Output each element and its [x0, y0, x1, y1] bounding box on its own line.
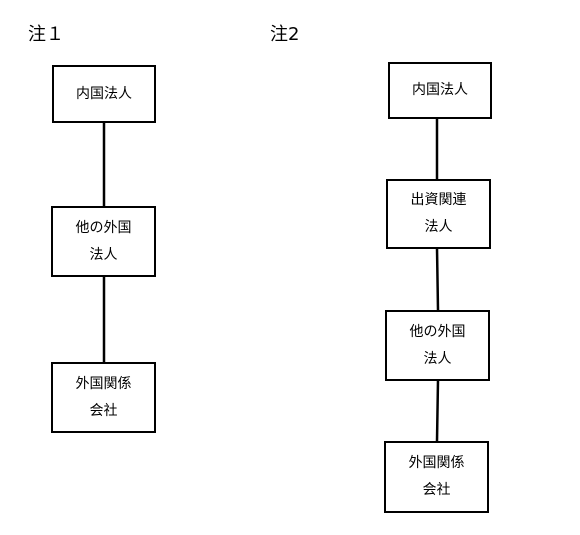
- note1-box-other-foreign-corporation: 他の外国 法人: [51, 206, 156, 277]
- note2-box-domestic-corporation: 内国法人: [388, 62, 492, 119]
- note2-box-other-foreign-corporation: 他の外国 法人: [385, 310, 490, 381]
- box-line: 法人: [89, 246, 118, 263]
- box-line: 内国法人: [412, 82, 468, 98]
- box-line: 出資関連: [410, 192, 467, 208]
- box-line: 会社: [89, 402, 118, 419]
- box-line: 会社: [422, 482, 451, 498]
- box-line: 法人: [423, 350, 452, 367]
- box-line: 外国関係: [408, 455, 465, 471]
- box-line: 他の外国: [75, 219, 132, 236]
- box-line: 他の外国: [409, 323, 466, 340]
- box-line: 法人: [424, 219, 453, 235]
- box-line: 外国関係: [75, 375, 132, 392]
- box-line: 内国法人: [76, 85, 132, 102]
- note2-box-investment-related-corporation: 出資関連 法人: [386, 179, 491, 249]
- note2-box-foreign-related-company: 外国関係 会社: [384, 441, 489, 513]
- note1-box-foreign-related-company: 外国関係 会社: [51, 362, 156, 433]
- note2-label: 注2: [270, 24, 300, 45]
- connector-note2-3-4: [435, 379, 440, 442]
- note1-box-domestic-corporation: 内国法人: [52, 65, 156, 123]
- note1-label: 注１: [28, 24, 64, 45]
- connector-note2-2-3: [435, 247, 440, 311]
